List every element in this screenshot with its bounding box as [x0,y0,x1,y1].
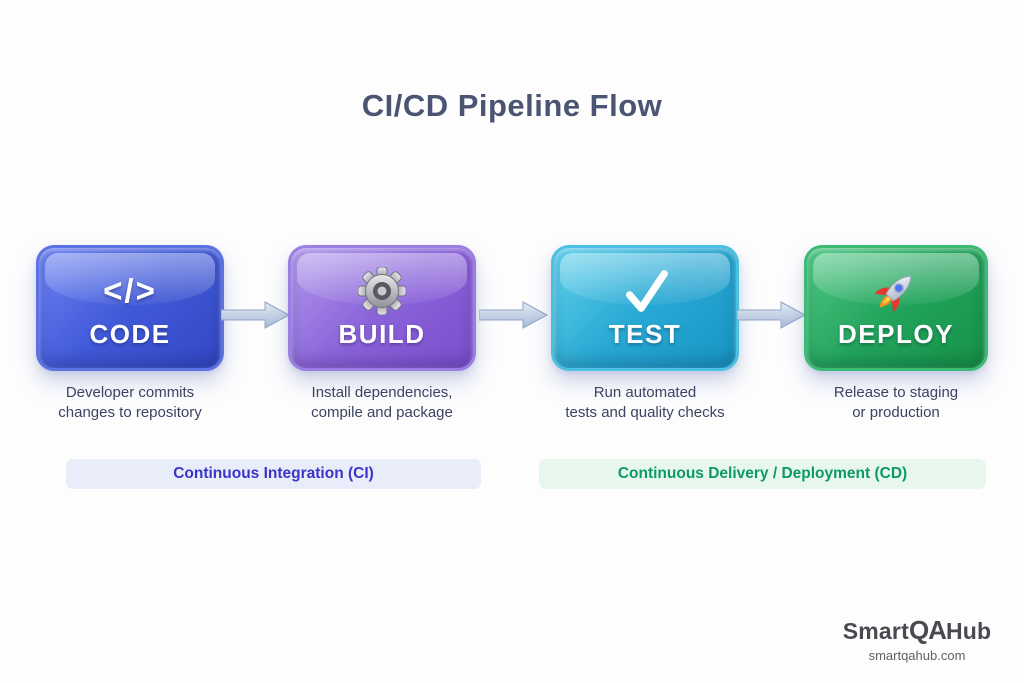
rocket-icon [871,266,921,316]
stage-deploy-label: DEPLOY [838,319,954,349]
stage-build: BUILD [288,245,476,371]
flow-arrow-icon [737,301,807,329]
stage-deploy-description: Release to staging or production [833,384,959,422]
flow-arrow-icon [479,301,549,329]
brand-prefix: Smart [842,618,909,644]
checkmark-icon [620,266,670,316]
stage-deploy: DEPLOY [804,245,988,371]
cd-banner-label: Continuous Delivery / Deployment (CD) [617,465,908,482]
stage-build-description: Install dependencies, compile and packag… [311,384,453,422]
stage-code-label: CODE [89,319,171,349]
stage-test-label: TEST [608,319,682,349]
stage-test-description: Run automated tests and quality checks [565,384,725,422]
code-brackets-icon: </> [103,266,157,316]
stage-build-label: BUILD [338,319,426,349]
stage-code-description: Developer commits changes to repository [58,384,202,422]
brand-suffix: Hub [945,618,992,644]
stage-code: </> CODE [36,245,224,371]
brand-logo: SmartQAHub [812,616,1022,645]
stage-test: TEST [551,245,739,371]
brand-website: smartqahub.com [868,647,966,663]
flow-arrow-icon [221,301,291,329]
page-title: CI/CD Pipeline Flow [361,88,663,123]
ci-banner-label: Continuous Integration (CI) [173,465,374,482]
ci-banner: Continuous Integration (CI) [66,459,481,489]
gear-icon [358,266,406,316]
code-glyph: </> [103,272,157,309]
cd-banner: Continuous Delivery / Deployment (CD) [539,459,986,489]
brand-footer: SmartQAHub smartqahub.com [812,616,1022,663]
brand-qa-mark: QA [908,615,947,645]
